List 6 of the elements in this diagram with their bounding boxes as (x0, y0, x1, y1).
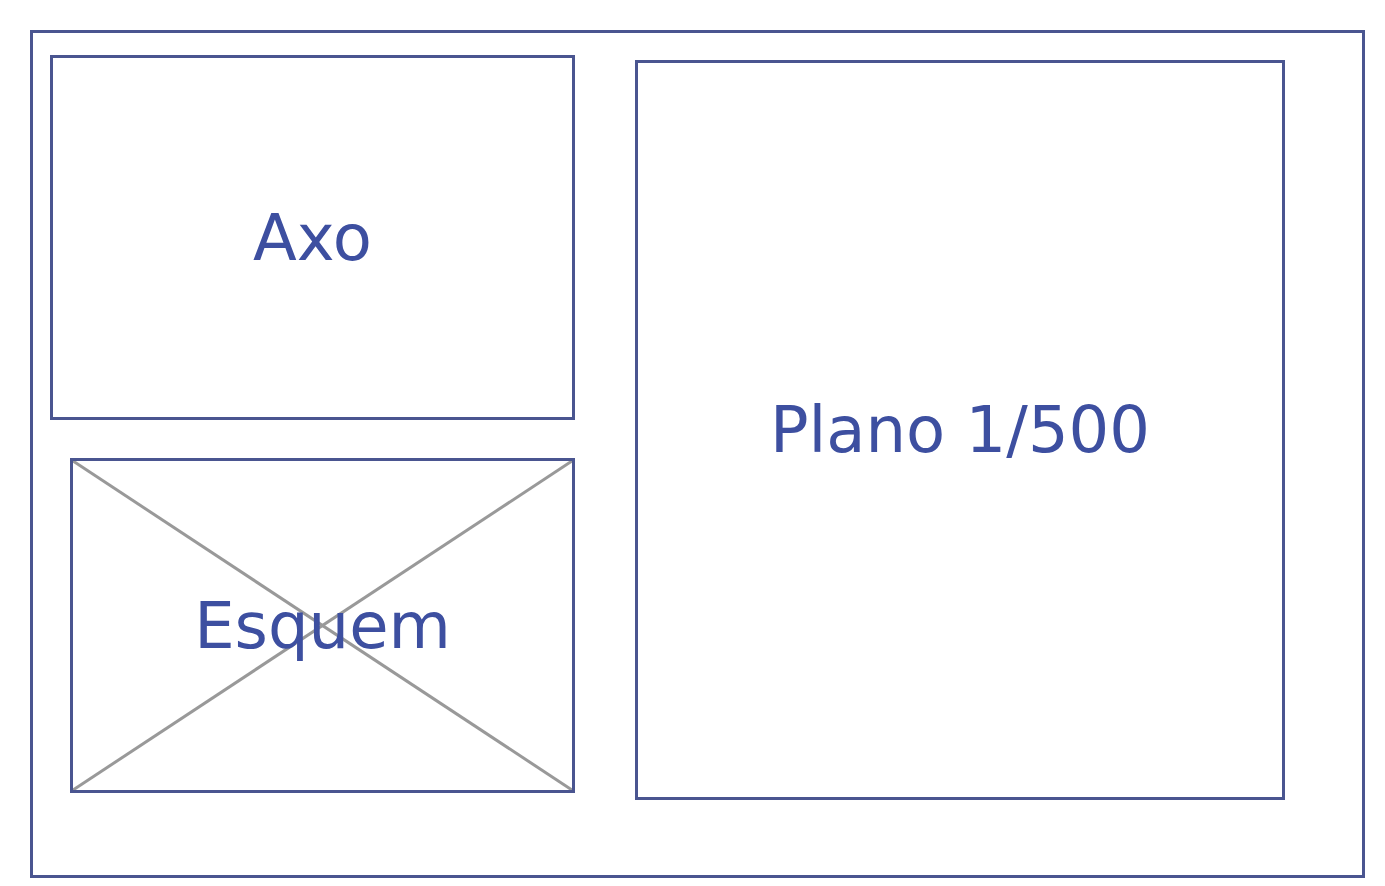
panel-label: Axo (252, 199, 373, 277)
panel-box (635, 60, 1285, 800)
panel-label: Esquem (193, 587, 452, 665)
panel-label: Plano 1/500 (768, 392, 1152, 469)
frame-border (30, 30, 1365, 878)
panel-box (50, 55, 575, 420)
